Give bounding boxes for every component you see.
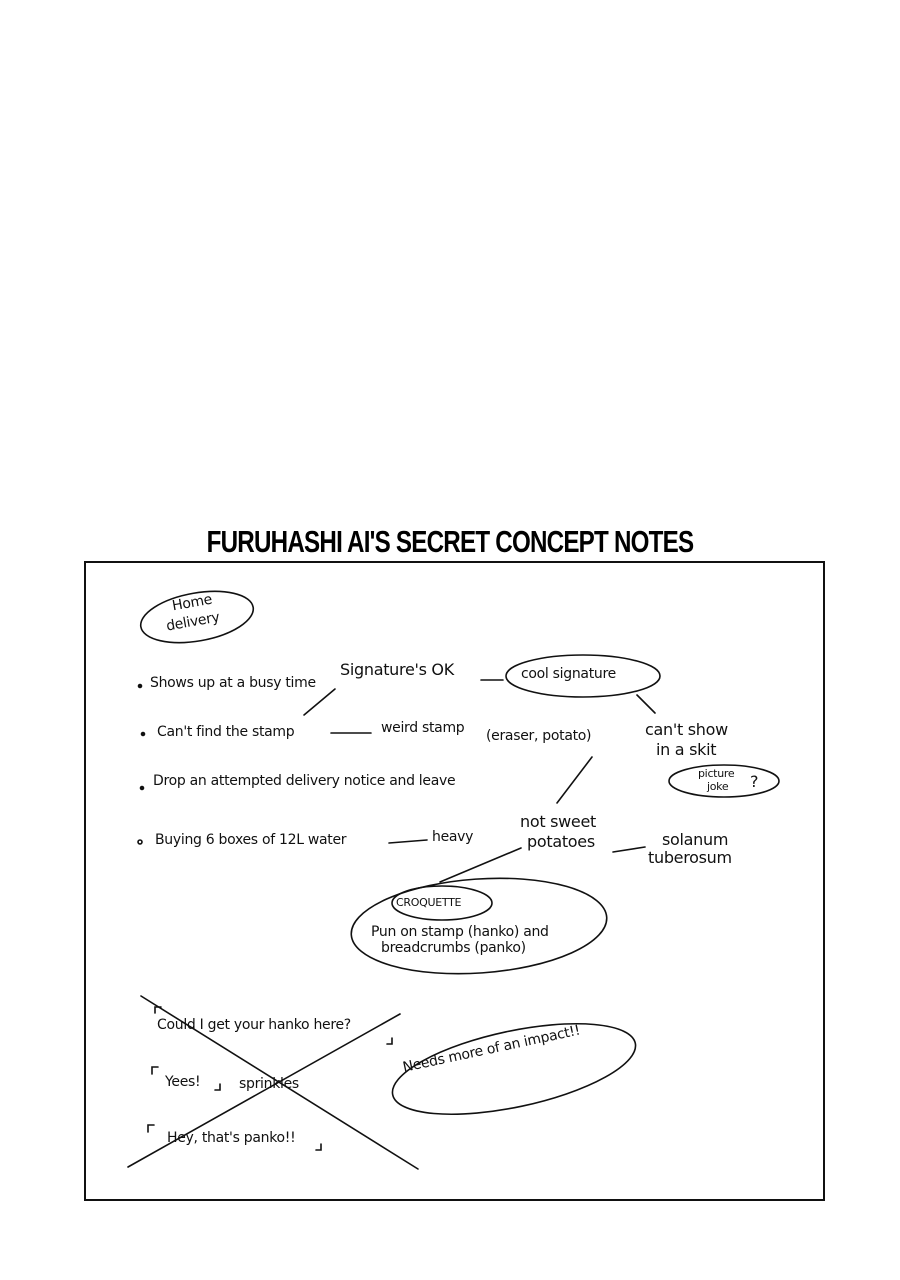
bullet bbox=[139, 785, 145, 791]
home-delivery-circle bbox=[139, 590, 255, 644]
bullet-busy-time: Shows up at a busy time bbox=[150, 675, 316, 691]
needs-impact-circle bbox=[391, 1022, 637, 1116]
eraser-potato-text: (eraser, potato) bbox=[486, 728, 592, 744]
pun-circle bbox=[350, 877, 608, 975]
picture-text: picture bbox=[698, 767, 735, 780]
bullet bbox=[140, 731, 146, 737]
not-sweet-text: not sweet bbox=[520, 812, 596, 831]
quote-bracket bbox=[214, 1083, 221, 1091]
signature-ok-text: Signature's OK bbox=[340, 660, 454, 679]
bullet-cant-find-stamp: Can't find the stamp bbox=[157, 724, 295, 740]
connector bbox=[303, 688, 336, 716]
cool-signature-circle bbox=[505, 654, 661, 698]
cross-out-line bbox=[127, 1013, 401, 1168]
dialogue-line-2: Yees! bbox=[165, 1074, 201, 1090]
weird-stamp-text: weird stamp bbox=[381, 720, 465, 736]
dialogue-line-1: Could I get your hanko here? bbox=[157, 1017, 351, 1033]
sfx-sprinkles: sprinkles bbox=[239, 1076, 299, 1092]
bullet bbox=[137, 683, 143, 689]
solanum-text: solanum bbox=[662, 830, 729, 849]
connector bbox=[439, 847, 522, 883]
in-a-skit-text: in a skit bbox=[656, 740, 717, 759]
quote-bracket bbox=[315, 1143, 322, 1151]
connector bbox=[388, 839, 428, 844]
cant-show-text: can't show bbox=[645, 720, 728, 739]
connector bbox=[636, 694, 656, 714]
croquette-text: CROQUETTE bbox=[396, 896, 462, 909]
connector bbox=[556, 756, 593, 804]
cool-signature-text: cool signature bbox=[521, 666, 616, 682]
quote-bracket bbox=[154, 1006, 162, 1014]
page-title: FURUHASHI AI'S SECRET CONCEPT NOTES bbox=[206, 524, 694, 559]
joke-text: joke bbox=[707, 780, 729, 793]
question-mark: ? bbox=[750, 772, 759, 791]
heavy-text: heavy bbox=[432, 829, 474, 845]
quote-bracket bbox=[151, 1066, 159, 1075]
tuberosum-text: tuberosum bbox=[648, 848, 732, 867]
pun-line-2: breadcrumbs (panko) bbox=[381, 940, 526, 956]
pun-line-1: Pun on stamp (hanko) and bbox=[371, 924, 549, 940]
croquette-circle bbox=[391, 885, 493, 921]
picture-joke-circle bbox=[668, 764, 780, 798]
notes-frame bbox=[84, 561, 825, 1201]
bullet-drop-notice: Drop an attempted delivery notice and le… bbox=[153, 773, 456, 789]
quote-bracket bbox=[147, 1124, 155, 1133]
quote-bracket bbox=[386, 1037, 393, 1045]
bullet-buying-water: Buying 6 boxes of 12L water bbox=[155, 832, 347, 848]
bullet bbox=[137, 839, 143, 845]
dialogue-line-3: Hey, that's panko!! bbox=[167, 1130, 296, 1146]
connector bbox=[612, 846, 646, 853]
potatoes-text: potatoes bbox=[527, 832, 595, 851]
